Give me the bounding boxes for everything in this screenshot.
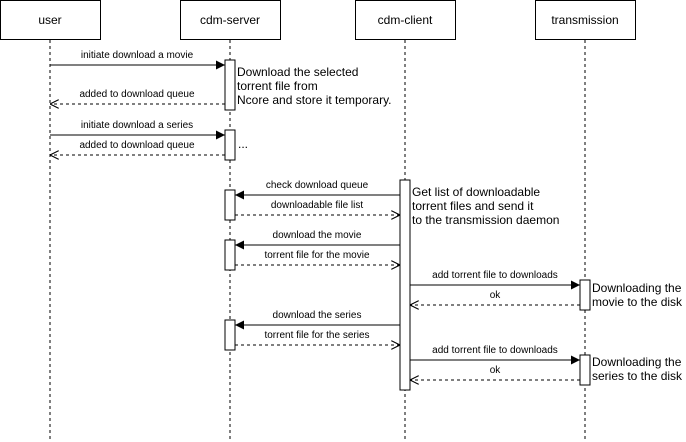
note-transmission-movie: Downloading the movie to the disk bbox=[592, 281, 685, 309]
activation-server-movie-file bbox=[224, 239, 236, 271]
message-add-torrent-1-label: add torrent file to downloads bbox=[432, 270, 558, 281]
message-file-list-label: downloadable file list bbox=[271, 200, 364, 211]
note-transmission-series-line-2: series to the disk bbox=[592, 369, 683, 383]
note-server-movie-line-2: torrent file from bbox=[237, 79, 318, 93]
note-server-movie-line-1: Download the selected bbox=[237, 65, 358, 79]
activation-server-queue bbox=[224, 189, 236, 221]
note-transmission-movie-line-2: movie to the disk bbox=[592, 295, 683, 309]
message-torrent-series-label: torrent file for the series bbox=[264, 330, 369, 341]
activation-server-series-file bbox=[224, 319, 236, 351]
note-client-line-2: torrent files and send it bbox=[412, 199, 534, 213]
message-download-series-label: download the series bbox=[273, 310, 362, 321]
note-client-line-1: Get list of downloadable bbox=[412, 185, 540, 199]
note-server-movie-line-3: Ncore and store it temporary. bbox=[237, 93, 392, 107]
message-torrent-movie-label: torrent file for the movie bbox=[264, 250, 369, 261]
participant-user: user bbox=[0, 0, 101, 40]
activation-server-movie bbox=[224, 59, 236, 111]
message-ok-2-label: ok bbox=[490, 365, 502, 376]
note-transmission-movie-line-1: Downloading the bbox=[592, 281, 682, 295]
note-server-movie: Download the selected torrent file from … bbox=[237, 65, 392, 107]
participant-label-user: user bbox=[38, 13, 61, 27]
note-transmission-series-line-1: Downloading the bbox=[592, 355, 682, 369]
message-add-torrent-2-label: add torrent file to downloads bbox=[432, 345, 558, 356]
note-client-line-3: to the transmission daemon bbox=[412, 213, 559, 227]
activation-transmission-series bbox=[579, 354, 591, 386]
participant-label-cdm-server: cdm-server bbox=[200, 13, 260, 27]
note-server-series-line-1: ... bbox=[238, 137, 248, 151]
note-server-series: ... bbox=[238, 137, 248, 151]
message-initiate-movie-label: initiate download a movie bbox=[81, 50, 194, 61]
activation-client bbox=[399, 179, 411, 391]
activation-transmission-movie bbox=[579, 279, 591, 311]
message-initiate-series-label: initiate download a series bbox=[81, 120, 193, 131]
participant-cdm-server: cdm-server bbox=[180, 0, 281, 40]
note-transmission-series: Downloading the series to the disk bbox=[592, 355, 685, 383]
note-client: Get list of downloadable torrent files a… bbox=[412, 185, 559, 227]
message-check-queue-label: check download queue bbox=[266, 180, 369, 191]
activation-server-series bbox=[224, 129, 236, 161]
participant-transmission: transmission bbox=[535, 0, 636, 40]
message-added-queue-1-label: added to download queue bbox=[79, 89, 195, 100]
participant-label-transmission: transmission bbox=[551, 13, 618, 27]
message-download-movie-label: download the movie bbox=[273, 230, 362, 241]
participant-label-cdm-client: cdm-client bbox=[378, 13, 433, 27]
message-added-queue-2-label: added to download queue bbox=[79, 140, 195, 151]
message-ok-1-label: ok bbox=[490, 290, 502, 301]
participant-cdm-client: cdm-client bbox=[355, 0, 456, 40]
